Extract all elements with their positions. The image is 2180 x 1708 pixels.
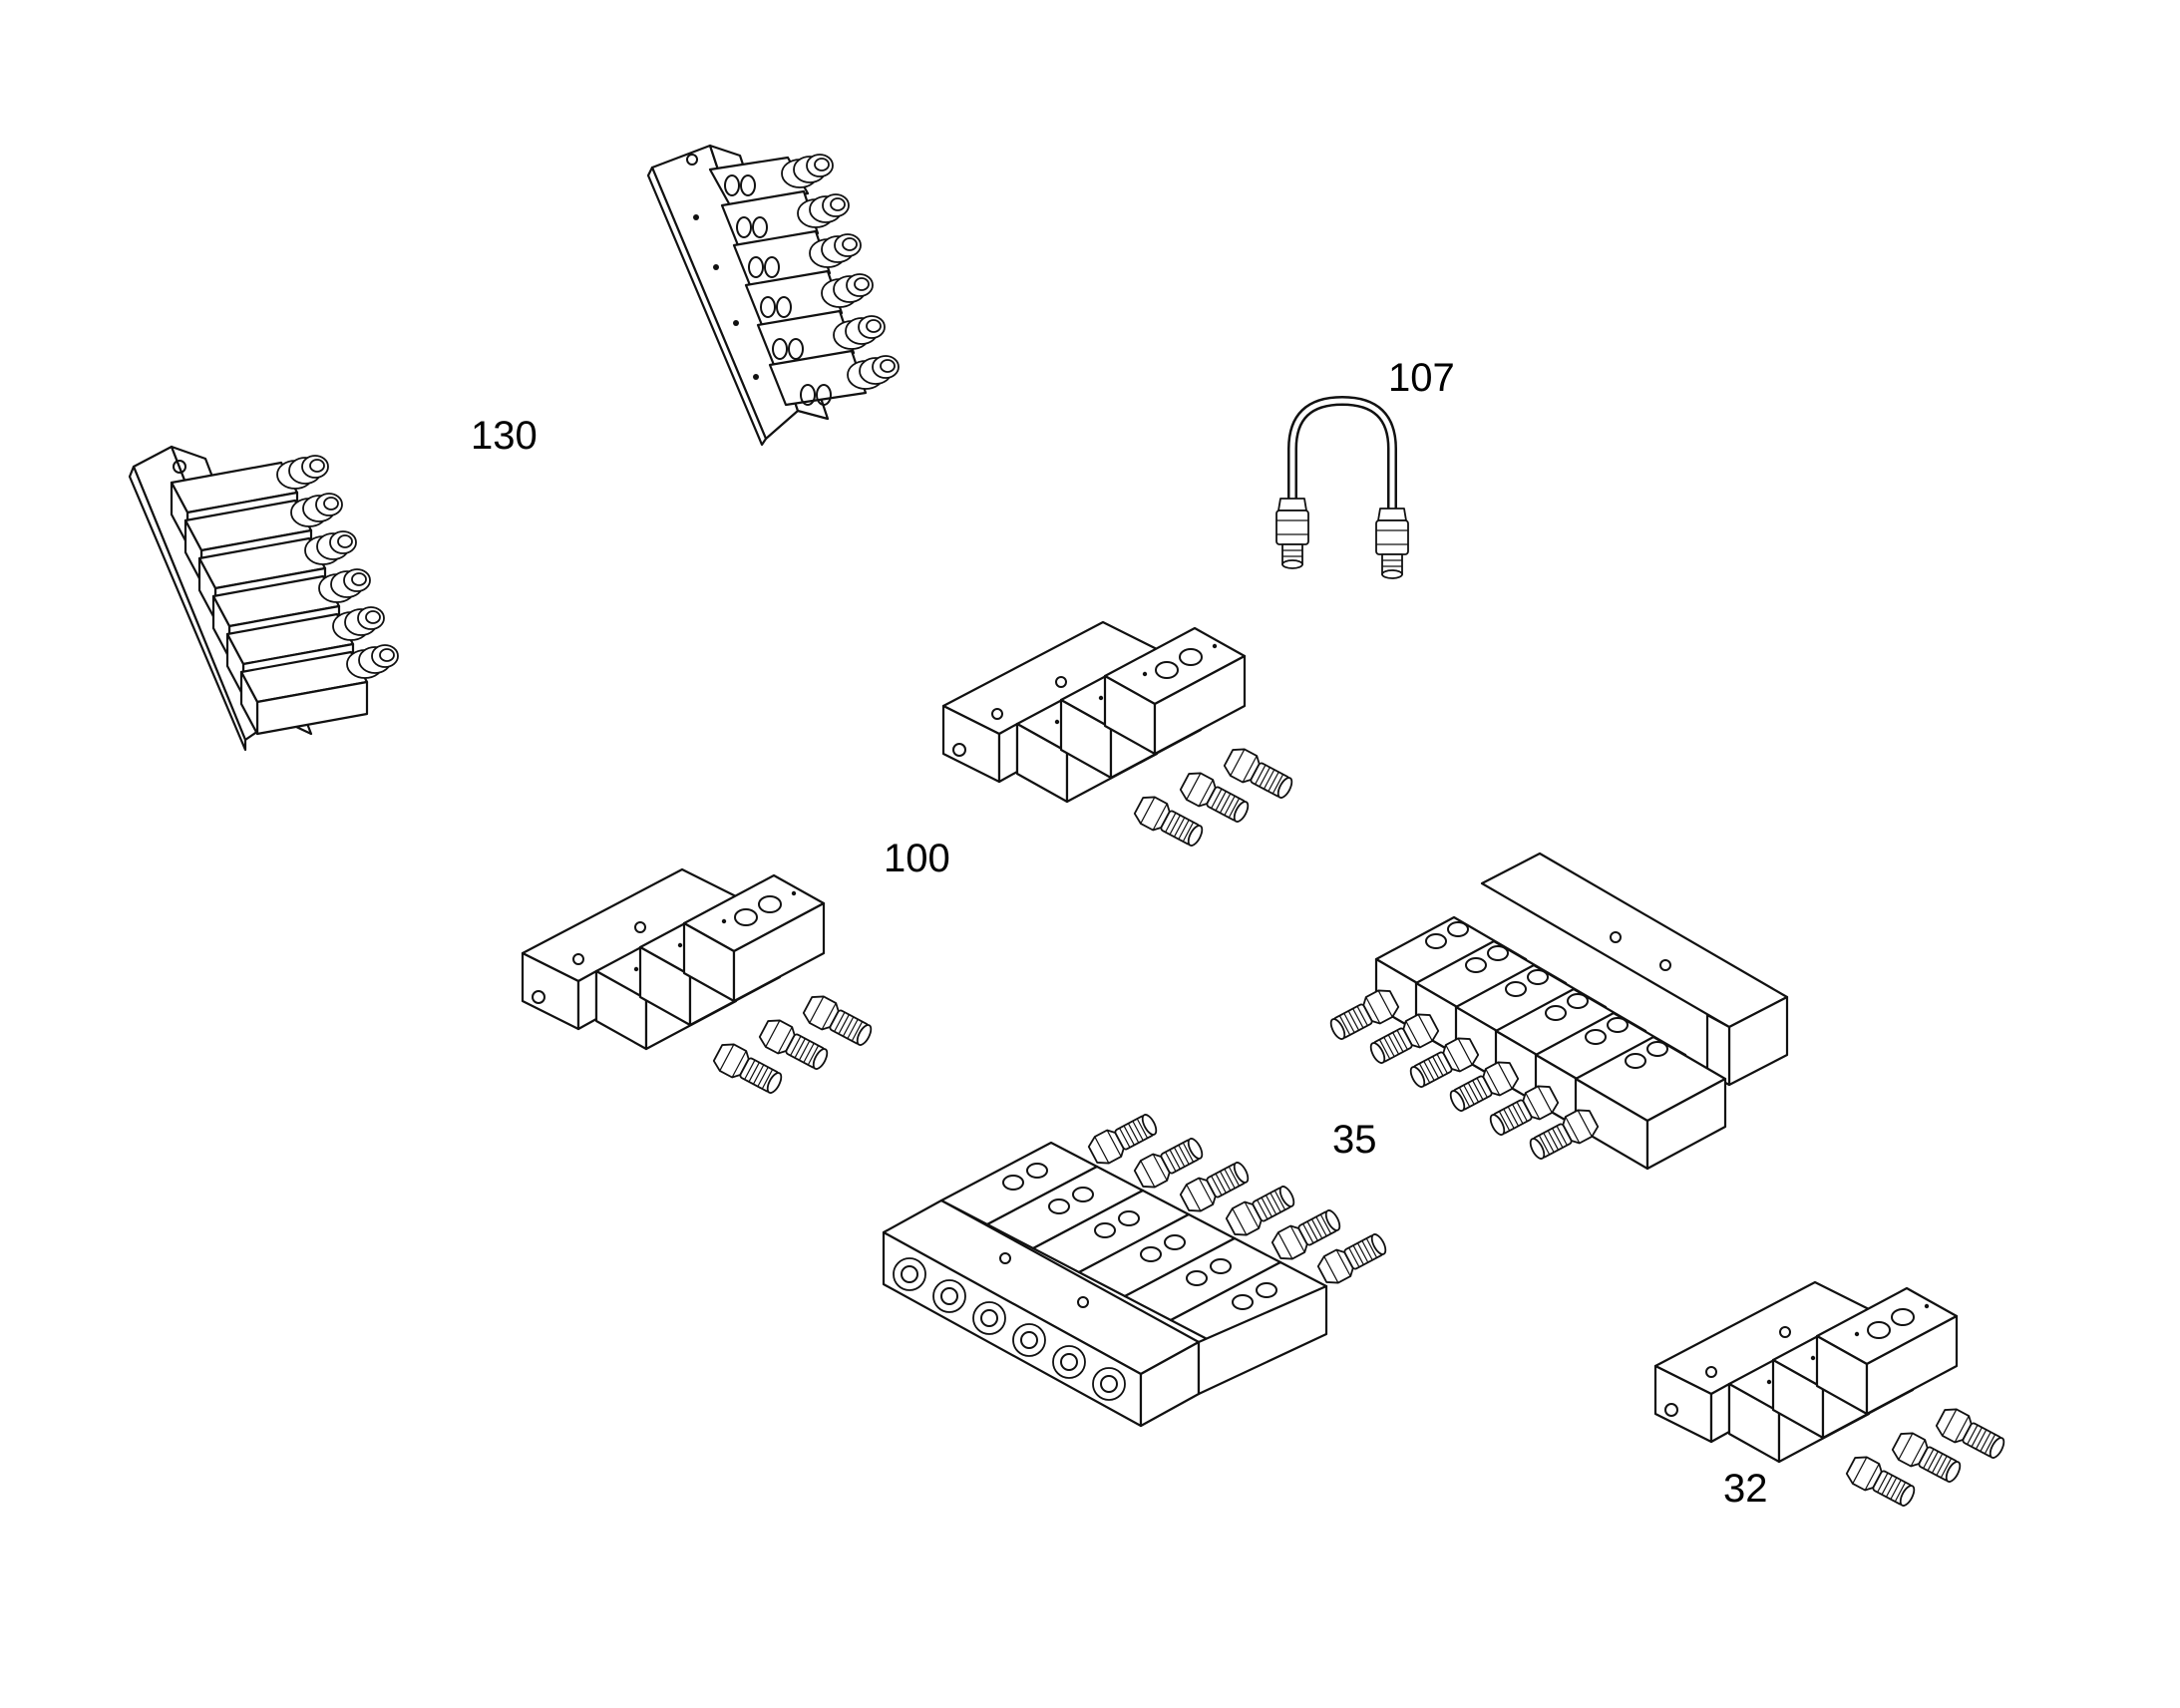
callout-35: 35 (1332, 1118, 1377, 1162)
callout-107: 107 (1388, 356, 1455, 400)
u-tube-connector (1276, 401, 1408, 578)
callout-32: 32 (1723, 1467, 1768, 1511)
callout-100: 100 (884, 837, 950, 880)
divider-block-3-outlet-lower-right (1655, 1282, 2009, 1513)
divider-block-6-outlet-angled-front (648, 146, 900, 445)
divider-block-3-outlet-upper (943, 622, 1297, 853)
divider-block-6-outlet-right (1325, 854, 1787, 1169)
divider-block-6-outlet-bottom (884, 1108, 1391, 1426)
divider-block-3-outlet-left (523, 869, 877, 1100)
divider-block-6-outlet-angled-rear (130, 447, 399, 750)
callout-130: 130 (471, 414, 538, 458)
